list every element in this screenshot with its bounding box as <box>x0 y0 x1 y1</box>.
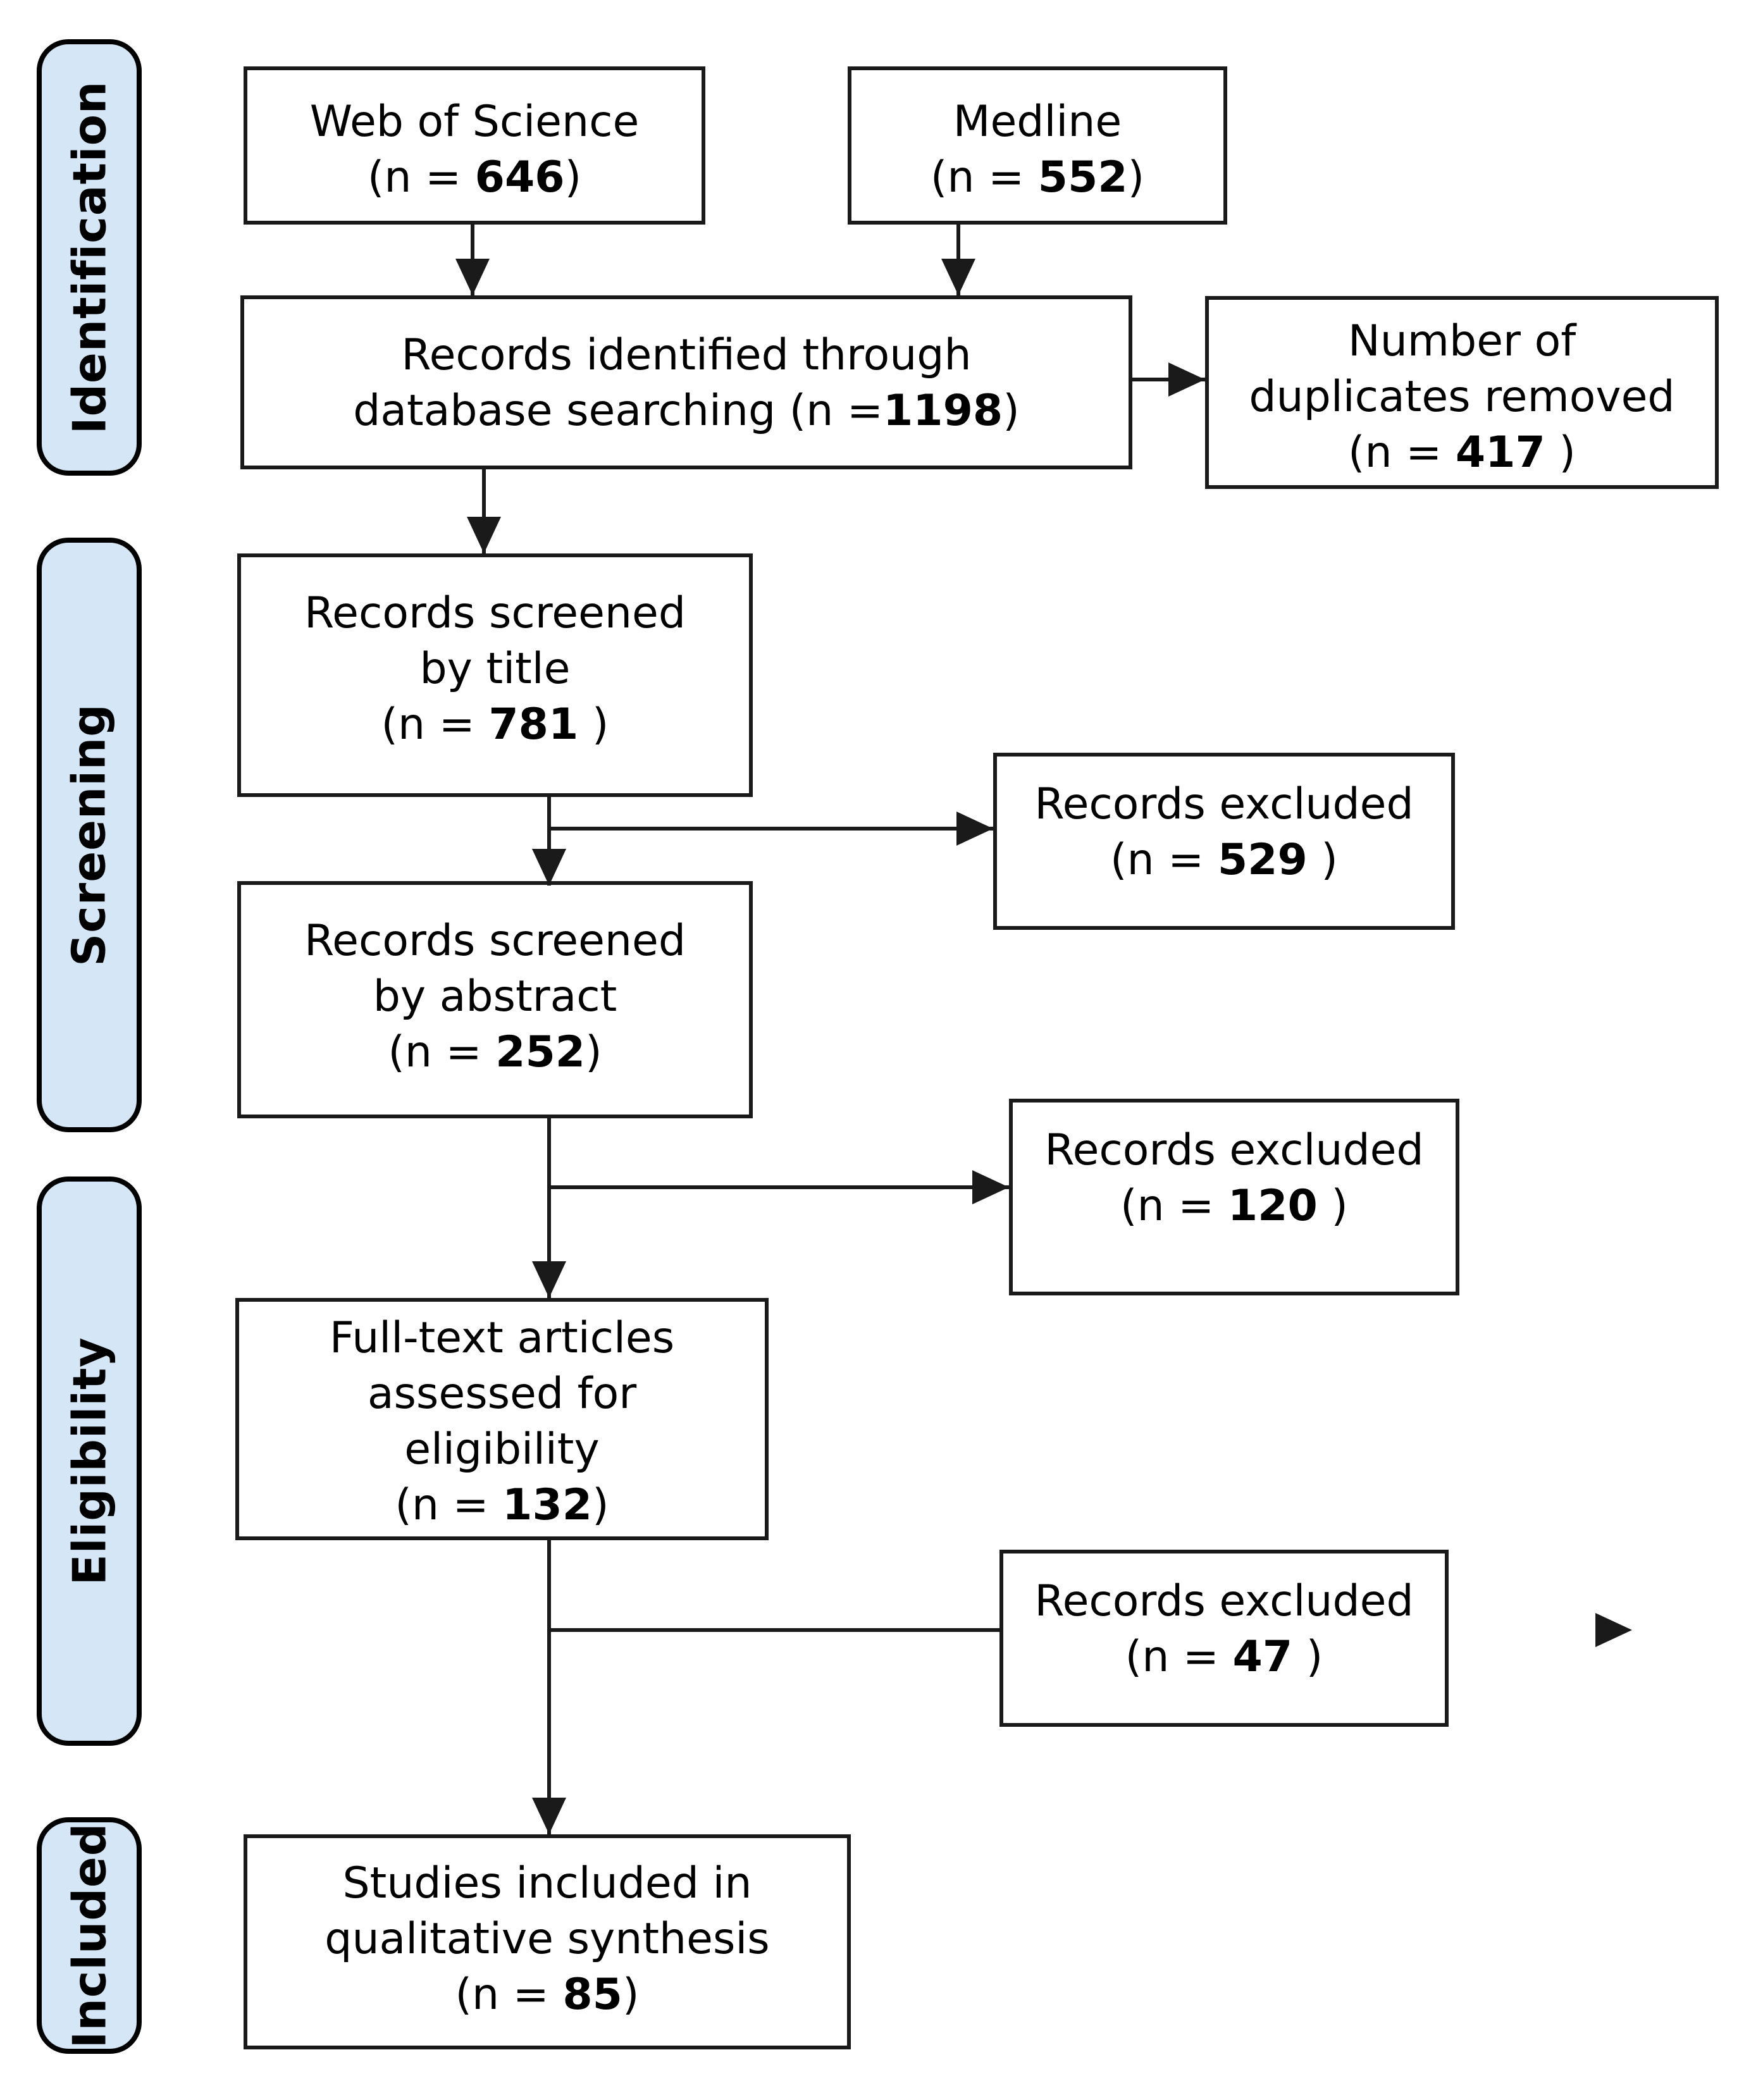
box-web-of-science: Web of Science (n = 646) <box>244 66 705 225</box>
box-text-line: Medline <box>953 97 1122 147</box>
arrow-down-icon <box>532 1261 566 1298</box>
box-text-line: Web of Science <box>309 97 640 147</box>
box-records-excluded-abstract: Records excluded (n = 120 ) <box>1009 1099 1459 1295</box>
box-fulltext-assessed: Full-text articles assessed for eligibil… <box>235 1298 769 1540</box>
box-text-line: Records excluded <box>1034 779 1414 829</box>
box-text-line: by abstract <box>373 972 617 1022</box>
connector-title-to-abstract-line <box>547 797 551 886</box>
box-text-line: Records excluded <box>1044 1125 1424 1175</box>
box-count-line: (n = 85) <box>455 1970 640 2020</box>
connector-abstract-to-fulltext-line <box>547 1118 551 1298</box>
connector-title-to-excluded-line <box>549 827 993 831</box>
box-text-line: qualitative synthesis <box>325 1914 770 1964</box>
box-count-line: (n = 529 ) <box>1110 835 1338 885</box>
box-count-line: (n = 47 ) <box>1125 1632 1323 1682</box>
connector-identified-to-screened-title-line <box>482 469 486 553</box>
box-count-line: (n = 120 ) <box>1120 1181 1348 1231</box>
stage-label-text: Screening <box>63 703 116 967</box>
arrow-down-icon <box>467 517 501 553</box>
box-records-excluded-fulltext: Records excluded (n = 47 ) <box>999 1550 1449 1727</box>
stage-label-text: Identification <box>63 80 116 435</box>
box-count-line: (n = 552) <box>930 152 1145 202</box>
box-studies-included: Studies included in qualitative synthesi… <box>244 1834 851 2049</box>
arrow-down-icon <box>941 259 975 295</box>
box-count-line: database searching (n =1198) <box>353 386 1020 436</box>
box-screened-by-abstract: Records screened by abstract (n = 252) <box>237 881 753 1118</box>
box-count-line: (n = 646) <box>367 152 582 202</box>
arrow-right-icon <box>1168 362 1205 397</box>
arrow-right-icon <box>956 812 993 846</box>
box-text-line: Number of <box>1347 316 1576 366</box>
box-records-identified: Records identified through database sear… <box>240 295 1132 469</box>
box-records-excluded-title: Records excluded (n = 529 ) <box>993 753 1455 930</box>
box-text-line: eligibility <box>404 1424 600 1474</box>
arrow-down-icon <box>532 849 566 886</box>
arrow-down-icon <box>532 1798 566 1834</box>
stage-label-identification: Identification <box>37 39 142 476</box>
stage-label-text: Included <box>63 1822 116 2049</box>
box-count-line: (n = 252) <box>388 1027 602 1077</box>
box-text-line: Records screened <box>304 916 686 966</box>
box-count-line: (n = 132) <box>395 1480 609 1530</box>
box-text-line: by title <box>419 644 571 694</box>
stage-label-text: Eligibility <box>63 1337 116 1586</box>
connector-abstract-to-excluded-line <box>549 1185 1009 1189</box>
arrow-right-icon <box>972 1170 1009 1204</box>
box-text-line: Studies included in <box>342 1858 752 1908</box>
box-medline: Medline (n = 552) <box>848 66 1227 225</box>
box-text-line: duplicates removed <box>1249 372 1675 422</box>
stage-label-screening: Screening <box>37 538 142 1132</box>
box-text-line: Records excluded <box>1034 1576 1414 1626</box>
box-text-line: Records identified through <box>401 330 972 380</box>
box-count-line: (n = 781 ) <box>381 700 609 750</box>
box-count-line: (n = 417 ) <box>1348 428 1576 478</box>
arrow-down-icon <box>455 259 490 295</box>
arrow-right-icon <box>1595 1613 1632 1647</box>
box-text-line: Records screened <box>304 588 686 638</box>
box-screened-by-title: Records screened by title (n = 781 ) <box>237 553 753 797</box>
connector-fulltext-to-excluded-line <box>549 1628 999 1632</box>
connector-fulltext-to-included-line <box>547 1540 551 1834</box>
stage-label-included: Included <box>37 1817 142 2054</box>
box-duplicates-removed: Number of duplicates removed (n = 417 ) <box>1205 296 1719 489</box>
stage-label-eligibility: Eligibility <box>37 1177 142 1746</box>
box-text-line: assessed for <box>367 1369 637 1419</box>
box-text-line: Full-text articles <box>329 1313 675 1363</box>
